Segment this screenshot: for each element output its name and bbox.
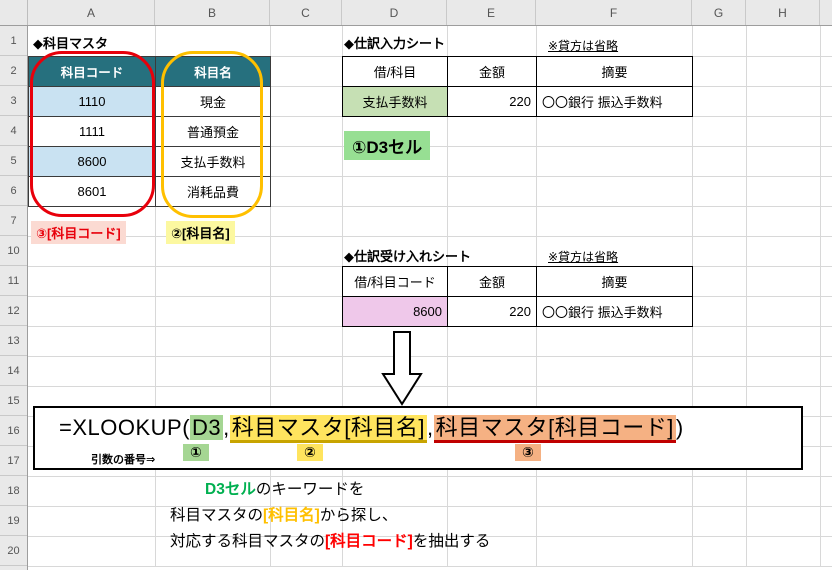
- explanation-line-2-pre: 科目マスタの: [170, 507, 264, 524]
- entry-sheet-title: ◆仕訳入力シート: [344, 36, 445, 51]
- row-header-10[interactable]: 10: [0, 236, 27, 266]
- entry-header-amount-cell[interactable]: 金額: [448, 57, 537, 87]
- import-header-amount-cell[interactable]: 金額: [448, 267, 537, 297]
- entry-table: 借/科目 金額 摘要 支払手数料 220 〇〇銀行 振込手数料: [342, 56, 693, 117]
- formula-arg2: 科目マスタ[科目名]: [229, 415, 428, 443]
- entry-header-memo-cell[interactable]: 摘要: [537, 57, 693, 87]
- import-header-memo-cell[interactable]: 摘要: [537, 267, 693, 297]
- formula-text: =XLOOKUP(D3,科目マスタ[科目名],科目マスタ[科目コード]): [59, 410, 684, 443]
- formula-separator-1: ,: [223, 415, 230, 440]
- formula-suffix: ): [675, 415, 684, 440]
- import-code-cell[interactable]: 8600: [343, 297, 448, 327]
- row-header-20[interactable]: 20: [0, 536, 27, 566]
- entry-memo-cell[interactable]: 〇〇銀行 振込手数料: [537, 87, 693, 117]
- master-code-cell[interactable]: 1110: [29, 87, 156, 117]
- row-header-15[interactable]: 15: [0, 386, 27, 416]
- row-header-12[interactable]: 12: [0, 296, 27, 326]
- master-code-cell[interactable]: 8600: [29, 147, 156, 177]
- master-code-cell[interactable]: 1111: [29, 117, 156, 147]
- row-header-13[interactable]: 13: [0, 326, 27, 356]
- master-name-cell[interactable]: 消耗品費: [156, 177, 271, 207]
- formula-box: =XLOOKUP(D3,科目マスタ[科目名],科目マスタ[科目コード]) 引数の…: [33, 406, 803, 470]
- explanation-line-1: D3セルのキーワードを: [170, 477, 490, 503]
- row-header-1[interactable]: 1: [0, 26, 27, 56]
- explanation-line-3-text: を抽出する: [412, 533, 491, 550]
- row-header-11[interactable]: 11: [0, 266, 27, 296]
- column-header-f[interactable]: F: [536, 0, 692, 25]
- formula-prefix: =XLOOKUP(: [59, 415, 191, 440]
- select-all-corner[interactable]: [0, 0, 28, 25]
- row-header-2[interactable]: 2: [0, 56, 27, 86]
- arg-number-1: ①: [183, 444, 209, 461]
- row-header-19[interactable]: 19: [0, 506, 27, 536]
- entry-credit-note: ※貸方は省略: [548, 39, 619, 53]
- import-table: 借/科目コード 金額 摘要 8600 220 〇〇銀行 振込手数料: [342, 266, 693, 327]
- explanation-line-2-text: から探し、: [319, 507, 398, 524]
- column-header-b[interactable]: B: [155, 0, 270, 25]
- row-header-4[interactable]: 4: [0, 116, 27, 146]
- name-column-tag: ②[科目名]: [166, 221, 235, 244]
- formula-arg1: D3: [190, 415, 224, 440]
- row-header-16[interactable]: 16: [0, 416, 27, 446]
- master-code-cell[interactable]: 8601: [29, 177, 156, 207]
- import-credit-note: ※貸方は省略: [548, 250, 619, 264]
- explanation-d3-highlight: D3セル: [205, 481, 256, 498]
- explanation-line-3-pre: 対応する科目マスタの: [170, 533, 326, 550]
- down-arrow-icon: [381, 331, 423, 406]
- d3-cell-callout: ①D3セル: [344, 131, 431, 160]
- formula-separator-2: ,: [427, 415, 434, 440]
- import-amount-cell[interactable]: 220: [448, 297, 537, 327]
- master-header-name-cell[interactable]: 科目名: [156, 57, 271, 87]
- explanation-code-highlight: [科目コード]: [325, 533, 413, 550]
- import-header-code-cell[interactable]: 借/科目コード: [343, 267, 448, 297]
- column-header-g[interactable]: G: [692, 0, 746, 25]
- arg-number-3: ③: [515, 444, 541, 461]
- entry-amount-cell[interactable]: 220: [448, 87, 537, 117]
- explanation-line-3: 対応する科目マスタの[科目コード]を抽出する: [170, 529, 490, 555]
- entry-header-account-cell[interactable]: 借/科目: [343, 57, 448, 87]
- explanation-line-1-text: のキーワードを: [255, 481, 365, 498]
- master-table: 科目コード 科目名 1110 現金 1111 普通預金 8600 支払手数料 8…: [28, 56, 271, 207]
- row-header-17[interactable]: 17: [0, 446, 27, 476]
- code-column-tag: ③[科目コード]: [31, 221, 126, 244]
- master-name-cell[interactable]: 普通預金: [156, 117, 271, 147]
- row-header-18[interactable]: 18: [0, 476, 27, 506]
- import-memo-cell[interactable]: 〇〇銀行 振込手数料: [537, 297, 693, 327]
- explanation-block: D3セルのキーワードを 科目マスタの[科目名]から探し、 対応する科目マスタの[…: [170, 477, 490, 555]
- row-header-column: 1 2 3 4 5 6 7 10 11 12 13 14 15 16 17 18…: [0, 26, 28, 570]
- column-header-e[interactable]: E: [447, 0, 536, 25]
- column-header-d[interactable]: D: [342, 0, 447, 25]
- master-name-cell[interactable]: 支払手数料: [156, 147, 271, 177]
- row-header-3[interactable]: 3: [0, 86, 27, 116]
- explanation-line-2: 科目マスタの[科目名]から探し、: [170, 503, 490, 529]
- column-header-c[interactable]: C: [270, 0, 342, 25]
- column-header-h[interactable]: H: [746, 0, 820, 25]
- row-header-14[interactable]: 14: [0, 356, 27, 386]
- column-header-row: A B C D E F G H: [0, 0, 832, 26]
- master-name-cell[interactable]: 現金: [156, 87, 271, 117]
- explanation-name-highlight: [科目名]: [263, 507, 320, 524]
- row-header-7[interactable]: 7: [0, 206, 27, 236]
- master-header-code-cell[interactable]: 科目コード: [29, 57, 156, 87]
- master-sheet-title: ◆科目マスタ: [33, 36, 108, 51]
- entry-account-cell-d3[interactable]: 支払手数料: [343, 87, 448, 117]
- arg-number-label: 引数の番号⇒: [91, 454, 156, 466]
- row-header-6[interactable]: 6: [0, 176, 27, 206]
- column-header-a[interactable]: A: [28, 0, 155, 25]
- formula-arg3: 科目マスタ[科目コード]: [433, 415, 676, 443]
- import-sheet-title: ◆仕訳受け入れシート: [344, 249, 471, 264]
- arg-number-2: ②: [297, 444, 323, 461]
- row-header-5[interactable]: 5: [0, 146, 27, 176]
